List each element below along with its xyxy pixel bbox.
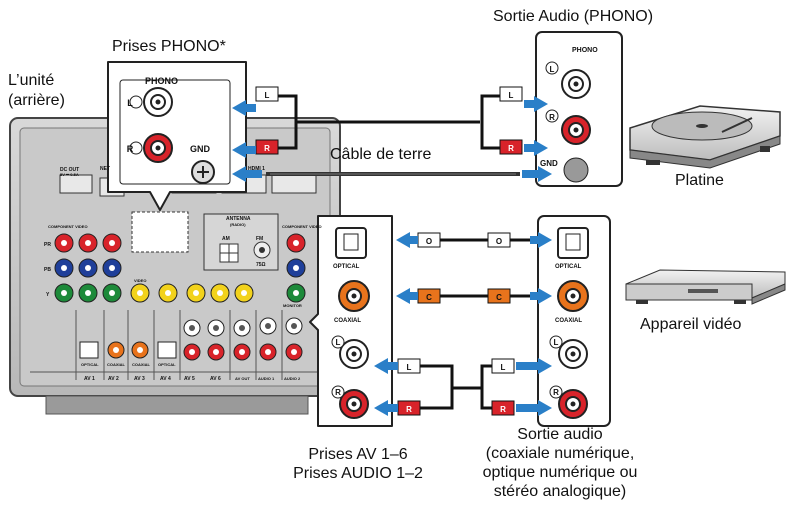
output-gnd-label: GND: [540, 159, 558, 168]
turntable-label: Platine: [675, 172, 724, 189]
ground-cable-label: Câble de terre: [330, 146, 432, 163]
dc-spec-label: 5V ⎓ 0.5A: [60, 172, 79, 177]
video-device-label: Appareil vidéo: [640, 316, 742, 333]
receiver-rear-panel: [9, 117, 341, 415]
phono-jacks-callout: [107, 61, 247, 211]
ohm-label: 75Ω: [256, 262, 266, 268]
radio-label: (RADIO): [230, 222, 246, 227]
output-l-mark: L: [550, 65, 555, 74]
video-label: VIDEO: [134, 278, 146, 283]
audio-output-line4: stéréo analogique): [493, 483, 627, 500]
rx-coaxial-label: COAXIAL: [334, 318, 361, 324]
src-coaxial-label: COAXIAL: [555, 318, 582, 324]
audio-output-line2: (coaxiale numérique,: [485, 445, 635, 462]
unit-label-line2: (arrière): [8, 92, 65, 109]
component-video-label-2: COMPONENT VIDEO: [282, 224, 322, 229]
y-label: Y: [46, 292, 50, 298]
antenna-label: ANTENNA: [226, 216, 251, 222]
av-out-label: AV OUT: [235, 376, 250, 381]
coax-plug-label: C: [426, 293, 432, 302]
output-phono-label: PHONO: [572, 47, 598, 54]
unit-label-line1: L’unité: [8, 72, 55, 89]
av-jacks-line2: Prises AUDIO 1–2: [293, 465, 423, 482]
phono-r-mark: R: [127, 144, 134, 154]
phono-cable-l-plug: L: [265, 91, 270, 100]
fm-label: FM: [256, 236, 263, 242]
pb-label: PB: [44, 267, 51, 273]
am-label: AM: [222, 236, 230, 242]
signal-arrows: [232, 96, 552, 416]
av4-label: AV 4: [160, 376, 171, 382]
rx-optical-label: OPTICAL: [333, 264, 360, 270]
rx-panel-optical: OPTICAL: [81, 362, 99, 367]
coax-plug-label-far: C: [496, 293, 502, 302]
net-label: NET: [100, 166, 110, 172]
source-panel: [537, 215, 611, 427]
audio-output-line1: Sortie audio: [517, 426, 603, 443]
av1-label: AV 1: [84, 376, 95, 382]
av2-label: AV 2: [108, 376, 119, 382]
av-jacks-callout: [309, 215, 393, 427]
output-r-mark: R: [549, 113, 555, 122]
dc-out-label: DC OUT: [60, 167, 79, 173]
rx-r-mark: R: [335, 388, 341, 397]
phono-label: PHONO: [145, 76, 178, 86]
av3-label: AV 3: [134, 376, 145, 382]
src-r-mark: R: [553, 388, 559, 397]
audio2-label: AUDIO 2: [284, 376, 301, 381]
hdmi1-label: HDMI 1: [248, 166, 265, 172]
video-device-illustration: [625, 269, 786, 305]
phono-cable-r-plug-far: R: [508, 144, 514, 153]
phono-output-title: Sortie Audio (PHONO): [493, 8, 654, 25]
analog-r-plug: R: [406, 405, 412, 414]
audio-output-line3: optique numérique ou: [482, 464, 638, 481]
src-l-mark: L: [554, 338, 559, 347]
phono-cable-l-plug-far: L: [509, 91, 514, 100]
phono-cable-r-plug: R: [264, 144, 270, 153]
phono-l-mark: L: [127, 98, 133, 108]
av5-label: AV 5: [184, 376, 195, 382]
phono-gnd-label: GND: [190, 144, 211, 154]
analog-l-plug: L: [407, 363, 412, 372]
analog-l-plug-far: L: [501, 363, 506, 372]
monitor-label: MONITOR: [283, 303, 302, 308]
component-video-label: COMPONENT VIDEO: [48, 224, 88, 229]
cables: [255, 86, 530, 416]
rx-panel-coaxial: COAXIAL: [107, 362, 126, 367]
turntable-illustration: [629, 105, 781, 169]
rx-panel-optical-2: OPTICAL: [158, 362, 176, 367]
optical-plug-label: O: [426, 237, 432, 246]
optical-plug-label-far: O: [496, 237, 502, 246]
phono-jacks-title: Prises PHONO*: [112, 38, 226, 55]
pr-label: PR: [44, 242, 51, 248]
rx-l-mark: L: [336, 338, 341, 347]
rx-panel-coaxial-2: COAXIAL: [132, 362, 151, 367]
src-optical-label: OPTICAL: [555, 264, 582, 270]
av-jacks-line1: Prises AV 1–6: [308, 446, 408, 463]
analog-r-plug-far: R: [500, 405, 506, 414]
av6-label: AV 6: [210, 376, 221, 382]
audio1-label: AUDIO 1: [258, 376, 275, 381]
